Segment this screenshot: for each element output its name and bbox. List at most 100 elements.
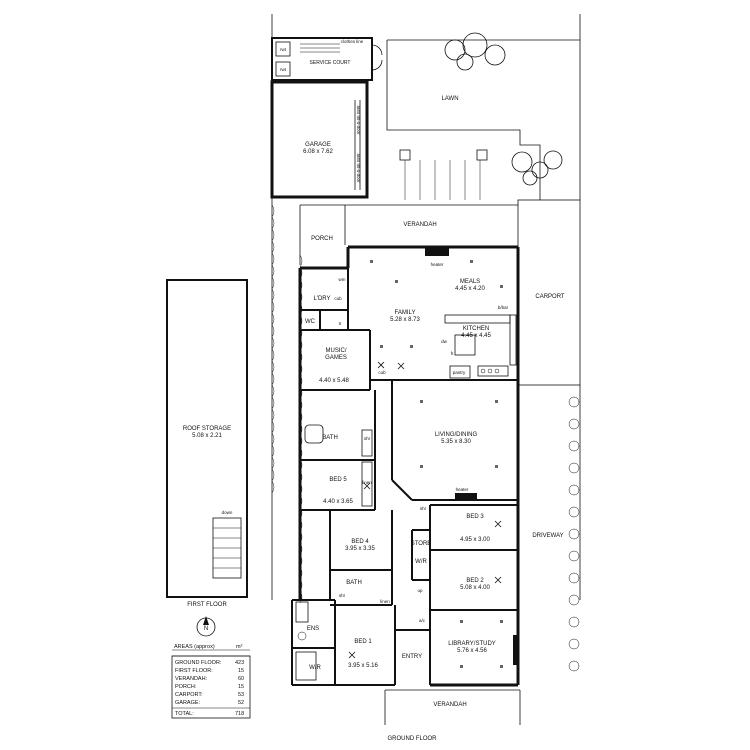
bath-fixtures: [295, 424, 373, 681]
area-row-label: FIRST FLOOR:: [175, 668, 213, 674]
roof-storage: [166, 279, 248, 598]
bed4-dims: 3.95 x 3.35: [345, 546, 375, 552]
area-row-label: VERANDAH:: [175, 676, 208, 682]
heater-label-2: heater: [456, 487, 469, 492]
trough-label: tr: [339, 321, 342, 326]
shr-label-2: shr: [420, 506, 427, 511]
meals-label: MEALS: [460, 279, 480, 285]
down-label: down: [222, 510, 233, 515]
wc-label: WC: [305, 319, 316, 325]
bed3-label: BED 3: [466, 514, 484, 520]
bed4-label: BED 4: [351, 539, 369, 545]
areas-unit: m²: [236, 644, 243, 650]
area-row-label: TOTAL:: [175, 711, 194, 717]
service-court: [271, 37, 383, 81]
bed1-label: BED 1: [354, 639, 372, 645]
family-dims: 5.28 x 8.73: [390, 317, 420, 323]
living-label: LIVING/DINING: [435, 432, 478, 438]
driveway-label: DRIVEWAY: [532, 533, 563, 539]
verandah-top-label: VERANDAH: [403, 222, 436, 228]
kitchen-dims: 4.45 x 4.45: [461, 333, 491, 339]
site-boundary: [271, 14, 581, 600]
area-row-label: CARPORT:: [175, 692, 203, 698]
light-points: [370, 260, 503, 668]
family-label: FAMILY: [395, 310, 416, 316]
trees-driveway: [568, 396, 580, 672]
garage-door-label-2: auto tilt-a-door: [356, 153, 361, 183]
areas-table: [171, 649, 251, 719]
linen-label-1: linen: [362, 480, 372, 485]
bed5-dims: 4.40 x 3.65: [323, 499, 353, 505]
bed2-label: BED 2: [466, 578, 484, 584]
areas-rows: GROUND FLOOR: 423 FIRST FLOOR: 15 VERAND…: [175, 660, 244, 717]
area-row-value: 52: [238, 700, 244, 706]
bbar-label: b/bar: [498, 305, 509, 310]
up-label: up: [417, 588, 423, 593]
shr-label-3: shr: [339, 593, 346, 598]
lawn-label: LAWN: [441, 96, 458, 102]
wr-low-label: W/R: [309, 665, 321, 671]
first-floor-caption: FIRST FLOOR: [187, 602, 227, 608]
ground-floor-caption: GROUND FLOOR: [387, 736, 437, 742]
heater-label: heater: [431, 262, 444, 267]
garage-label: GARAGE: [305, 142, 331, 148]
bed2-dims: 5.08 x 4.00: [460, 585, 490, 591]
rwt-label-1: rwt: [280, 47, 287, 52]
library-dims: 5.76 x 4.56: [457, 648, 487, 654]
service-court-label: SERVICE COURT: [310, 60, 351, 66]
verandah-top: [299, 204, 518, 265]
wm-label: wm: [339, 277, 346, 282]
dw-label: dw: [441, 339, 448, 344]
bed1-dims: 3.95 x 5.16: [348, 663, 378, 669]
cub-label: cub: [334, 296, 342, 301]
bed5-label: BED 5: [329, 477, 347, 483]
music-label-2: GAMES: [325, 355, 347, 361]
heater-symbol-1: [425, 248, 449, 256]
store-label: STORE: [411, 541, 432, 547]
ldry-label: L'DRY: [313, 296, 330, 302]
ac-label: a/c: [419, 618, 426, 623]
bath-lower-label: BATH: [346, 580, 362, 586]
carport: [517, 199, 581, 386]
garage-door-label-1: auto tilt-a-door: [356, 105, 361, 135]
clothes-line-label: clothes line: [341, 39, 364, 44]
compass-icon: [196, 616, 216, 637]
area-row-value: 53: [238, 692, 244, 698]
area-row-value: 60: [238, 676, 244, 682]
living-dims: 5.35 x 8.30: [441, 439, 471, 445]
main-house-walls: [291, 245, 521, 725]
entry-label: ENTRY: [402, 654, 422, 660]
verandah-bottom-label: VERANDAH: [433, 702, 466, 708]
areas-header: AREAS (approx): [174, 644, 215, 650]
area-row-value: 15: [238, 684, 244, 690]
roof-storage-label: ROOF STORAGE: [183, 426, 231, 432]
trees-lawn: [444, 32, 563, 186]
garage: [270, 80, 369, 199]
library-label: LIBRARY/STUDY: [448, 641, 496, 647]
carport-label: CARPORT: [535, 294, 565, 300]
lawn-outline: [386, 39, 580, 200]
pantry-label: pantry: [453, 370, 466, 375]
cub-label-2: cub: [378, 370, 386, 375]
linen-label-2: linen: [380, 599, 390, 604]
music-label-1: MUSIC/: [326, 348, 347, 354]
area-row-label: PORCH:: [175, 684, 197, 690]
area-row-value: 718: [235, 711, 244, 717]
heater-symbol-2: [455, 493, 477, 499]
kitchen-label: KITCHEN: [463, 326, 489, 332]
wr-mid-label: W/R: [415, 559, 427, 565]
area-row-label: GROUND FLOOR:: [175, 660, 222, 666]
kitchen-benches: [444, 314, 517, 379]
bath-upper-label: BATH: [322, 435, 338, 441]
area-row-value: 423: [235, 660, 244, 666]
ceiling-fans: [348, 361, 502, 659]
shr-label-1: shr: [364, 436, 371, 441]
hedge-left: [271, 204, 303, 604]
area-row-label: GARAGE:: [175, 700, 201, 706]
music-dims: 4.40 x 5.48: [319, 378, 349, 384]
rwt-label-2: rwt: [280, 67, 287, 72]
meals-dims: 4.45 x 4.20: [455, 286, 485, 292]
garage-dims: 6.08 x 7.62: [303, 149, 333, 155]
ens-label: ENS: [307, 626, 319, 632]
